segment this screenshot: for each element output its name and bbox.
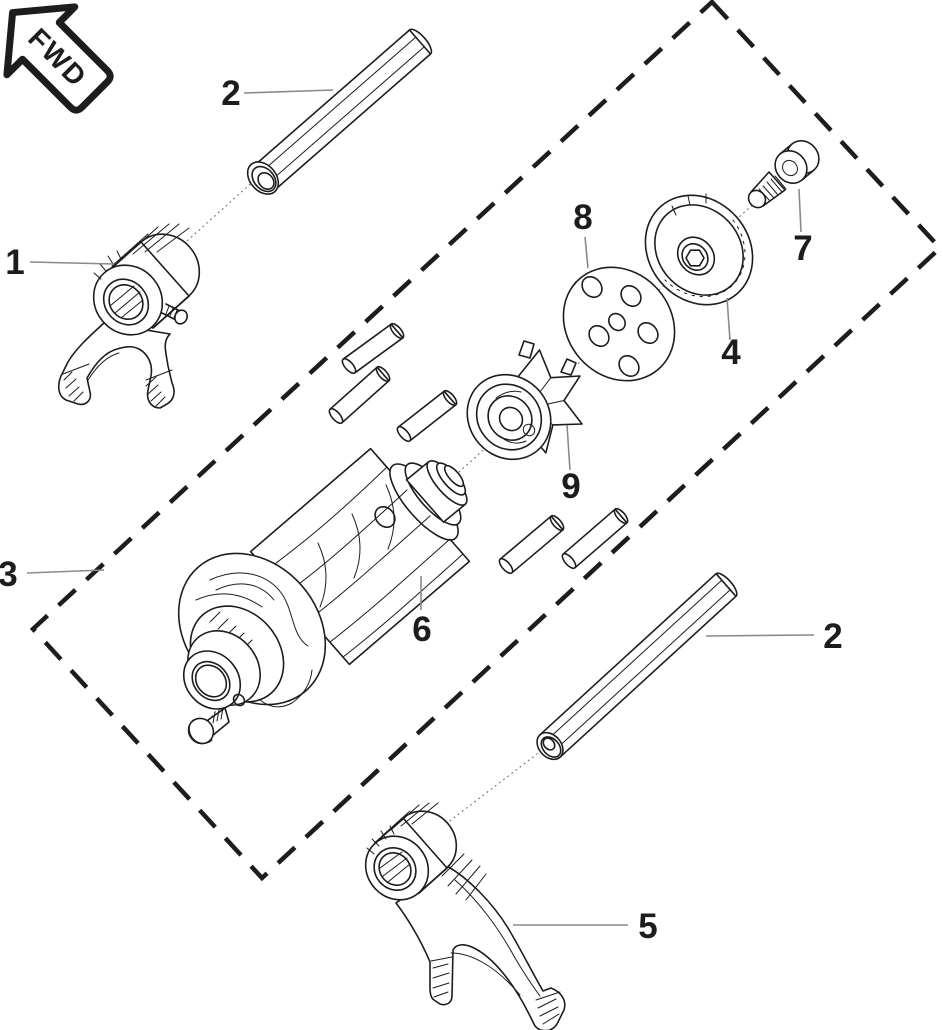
callout-6: 6 [412, 610, 431, 649]
leader-9 [566, 424, 571, 471]
callout-4: 4 [721, 333, 741, 372]
drum-body-hole [374, 506, 396, 528]
callout-8: 8 [573, 198, 592, 237]
callout-2-bottom: 2 [823, 617, 842, 656]
part-7-screw [747, 140, 820, 209]
disc8-holes [581, 276, 659, 377]
drum-flange-wave [195, 572, 313, 708]
part-2-top-shift-fork-shaft [246, 28, 433, 195]
fork5-boss-surface-lines [381, 802, 439, 837]
dowel-pin [498, 514, 565, 575]
fork1-arms [57, 322, 175, 409]
fork1-face-hatch [93, 250, 122, 280]
part-8-retainer-plate [562, 266, 676, 382]
part-1-shift-fork [57, 223, 201, 409]
callout-5: 5 [638, 907, 657, 946]
disc4-rim-hatch [664, 219, 746, 298]
fork5-arm-inner-line [454, 879, 541, 997]
leader-7 [798, 188, 802, 233]
fwd-arrow-icon [3, 3, 114, 114]
dowel-pin [396, 389, 458, 443]
callout-2-top: 2 [221, 74, 240, 113]
fork5-bore-hatch [379, 851, 411, 883]
disc4-rim-notches [671, 193, 707, 216]
callout-leader-lines [26, 89, 815, 926]
fork5-arms [395, 865, 566, 1030]
part-6-shift-drum [177, 447, 471, 745]
callout-1: 1 [5, 243, 24, 282]
fork1-detent-pin [161, 303, 188, 325]
part-2-bottom-shift-fork-shaft [536, 572, 738, 761]
fork5-bore [373, 847, 417, 891]
drum-groove-lines [266, 466, 464, 658]
leader-1 [29, 261, 115, 265]
callout-labels: 1 2 3 4 5 6 7 8 9 2 [0, 74, 843, 946]
fork1-pad-details [62, 352, 173, 407]
part-5-shift-fork [364, 802, 566, 1030]
drum-flange-hole [232, 693, 246, 707]
leader-4 [726, 297, 731, 341]
disc4-hex-hole [685, 249, 705, 267]
drum-front-screw [187, 707, 230, 745]
callout-9: 9 [561, 467, 580, 506]
dashed-boundary-box [29, 0, 943, 882]
axis-shaft2-bottom-fork5 [407, 743, 551, 854]
dowel-pins [328, 322, 629, 575]
dowel-pin [328, 365, 391, 425]
dowel-pin [561, 507, 629, 570]
callout-7: 7 [793, 229, 812, 268]
fork1-bore [102, 278, 150, 326]
fwd-direction-badge: FWD [3, 3, 114, 114]
fork5-face-hatch [366, 825, 395, 855]
dowel-pin [341, 322, 405, 375]
fork5-pad-details [430, 956, 561, 1025]
leader-8 [584, 236, 589, 269]
callout-3: 3 [0, 555, 18, 594]
part-9-star-cam [466, 340, 583, 461]
part-4-segment-plate [644, 193, 754, 306]
leader-3 [26, 569, 105, 574]
fork1-bore-hatch [109, 285, 144, 319]
leader-2-top [243, 89, 334, 94]
fork1-boss-surface-lines [111, 223, 190, 267]
leader-2-bottom [705, 634, 815, 637]
star9-stubs [518, 340, 577, 376]
